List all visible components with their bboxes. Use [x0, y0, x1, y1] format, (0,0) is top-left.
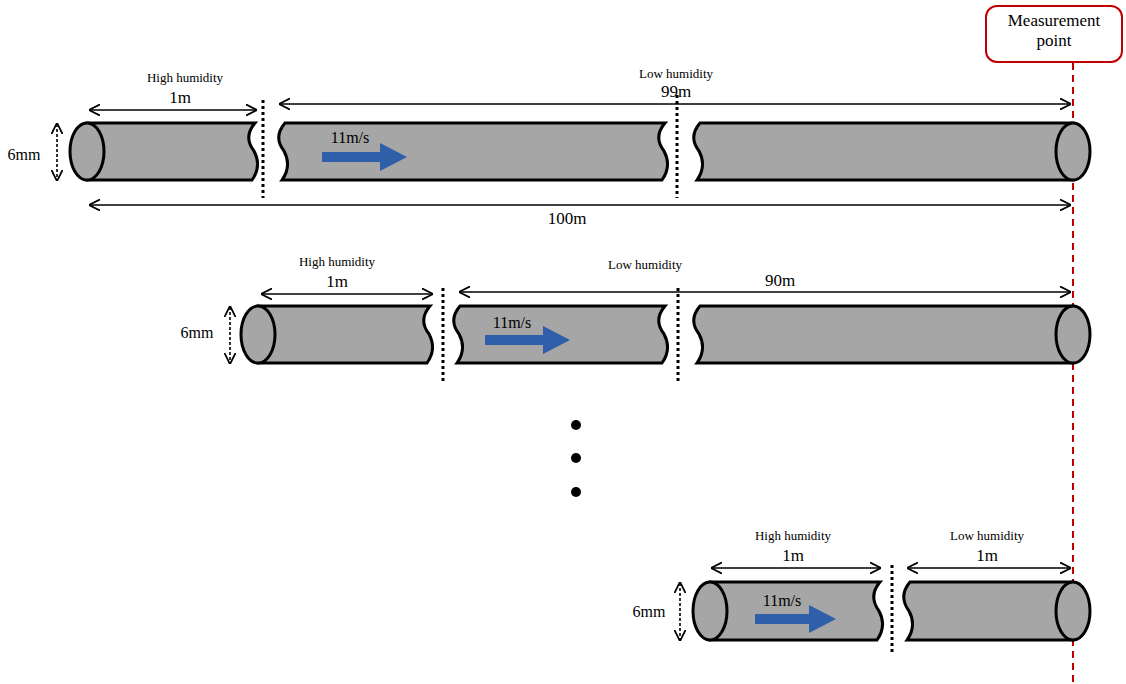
length-dimension: 99m [661, 83, 691, 102]
diameter-arrow [57, 124, 680, 640]
velocity-label: 11m/s [763, 592, 802, 610]
velocity-label: 11m/s [493, 314, 532, 332]
length-dimension: 1m [169, 89, 191, 108]
diameter-dimension: 6mm [8, 146, 41, 164]
tube-row-2 [241, 306, 1090, 363]
velocity-label: 11m/s [331, 129, 370, 147]
length-dimension: 90m [765, 272, 795, 291]
length-dimension: 1m [326, 273, 348, 292]
zone-label: High humidity [147, 71, 223, 85]
measurement-box: Measurement point [985, 5, 1123, 63]
ellipsis-dots [571, 420, 581, 497]
zone-label: Low humidity [639, 67, 713, 81]
dimension-arrow [90, 104, 1070, 568]
diameter-dimension: 6mm [181, 324, 214, 342]
zone-label: High humidity [299, 255, 375, 269]
length-dimension: 100m [548, 210, 587, 229]
flow-arrow [322, 143, 836, 633]
zone-label: Low humidity [608, 258, 682, 272]
zone-label: High humidity [755, 529, 831, 543]
tube-row-1 [70, 123, 1090, 180]
length-dimension: 1m [782, 547, 804, 566]
diameter-dimension: 6mm [633, 603, 666, 621]
length-dimension: 1m [976, 547, 998, 566]
node-label: Measurement point [993, 11, 1115, 52]
zone-label: Low humidity [950, 529, 1024, 543]
section-divider [263, 95, 892, 652]
